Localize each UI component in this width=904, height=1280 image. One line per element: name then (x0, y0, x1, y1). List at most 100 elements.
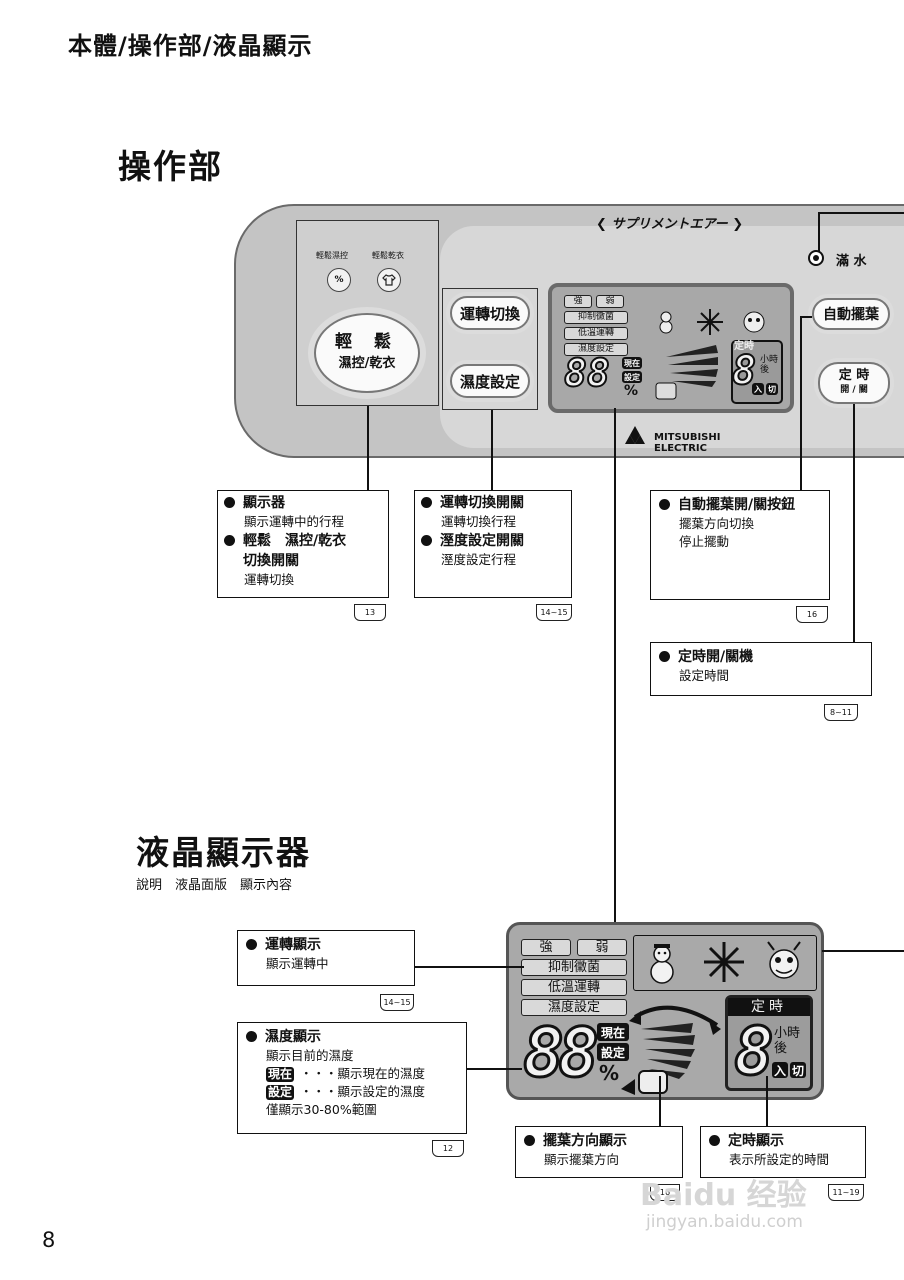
callout-timer-title: 定時開/關機 (659, 647, 863, 667)
callout-louver-display-title-text: 擺葉方向顯示 (543, 1133, 627, 1149)
connector-line (853, 404, 855, 642)
callout-timer-title-text: 定時開/關機 (678, 649, 754, 665)
lcd-after-label: 後 (774, 1041, 788, 1056)
lcd-weak-label: 弱 (577, 939, 627, 956)
callout-display-title2: 輕鬆 濕控/乾衣 (224, 531, 382, 551)
lcd-timer-unit: 小時後 (774, 1026, 800, 1056)
lcd-humset-label: 濕度設定 (521, 999, 627, 1016)
full-water-indicator-icon (808, 250, 824, 266)
dry-mode-label: 輕鬆乾衣 (372, 251, 404, 260)
humidity-set-button[interactable]: 濕度設定 (450, 364, 530, 398)
small-humset-label: 濕度設定 (564, 343, 628, 356)
humidity-mode-label: 輕鬆濕控 (316, 251, 348, 260)
bullet-icon (224, 497, 235, 508)
easy-button-line1: 輕 鬆 (335, 332, 399, 352)
small-lcd-labels: 強 弱 抑制黴菌 低溫運轉 濕度設定 (564, 295, 628, 356)
connector-line (491, 410, 493, 490)
small-lowtemp-label: 低溫運轉 (564, 327, 628, 340)
connector-line (766, 1076, 768, 1126)
callout-timer-desc: 設定時間 (679, 668, 730, 683)
small-off-tag: 切 (766, 383, 778, 395)
connector-line (414, 966, 524, 968)
callout-run-display-title: 運轉顯示 (246, 935, 406, 955)
bullet-icon (659, 651, 670, 662)
connector-line (614, 408, 616, 922)
small-louver-fan-icon (666, 345, 718, 387)
callout-timer-display-title: 定時顯示 (709, 1131, 857, 1151)
callout-auto-louver: 自動擺葉開/關按鈕 擺葉方向切換 停止擺動 (650, 490, 830, 600)
callout-run-title1-text: 運轉切換開關 (440, 495, 524, 511)
callout-run-desc1: 運轉切換行程 (441, 514, 517, 529)
callout-louver-display-desc: 顯示擺葉方向 (544, 1152, 620, 1167)
small-on-tag: 入 (752, 383, 764, 395)
louver-direction-icon (621, 1005, 721, 1095)
run-switch-button[interactable]: 運轉切換 (450, 296, 530, 330)
callout-humidity-set-row: 設定 ・・・顯示設定的濕度 (246, 1083, 458, 1101)
mold-germ-icon (767, 941, 801, 979)
maker-name: MITSUBISHI ELECTRIC (654, 432, 721, 454)
lcd-antibac-label: 抑制黴菌 (521, 959, 627, 976)
callout-run-title2: 溼度設定開關 (421, 531, 565, 551)
callout-display-title2b: 切換開關 (243, 553, 299, 569)
connector-line (466, 1068, 522, 1070)
brand-wing-left-icon: ❮ (596, 217, 607, 232)
small-after-label: 後 (760, 365, 770, 375)
humidity-percent-glyph: % (334, 275, 344, 285)
small-lcd-display: 強 弱 抑制黴菌 低溫運轉 濕度設定 88 現在 設定 % 定時 8 小時後 入… (548, 283, 794, 413)
page-ref-book-icon: 14~15 (380, 994, 414, 1011)
callout-display-desc1: 顯示運轉中的行程 (244, 514, 345, 529)
snowflake-icon (704, 942, 744, 982)
connector-line (800, 316, 812, 318)
bullet-icon (524, 1135, 535, 1146)
small-timer-unit: 小時後 (760, 355, 778, 375)
lcd-percent-sign: % (599, 1061, 620, 1085)
callout-display-title2a-text: 輕鬆 濕控/乾衣 (243, 533, 347, 549)
callout-timer-display-desc: 表示所設定的時間 (729, 1152, 830, 1167)
bullet-icon (421, 497, 432, 508)
callout-louver-title-text: 自動擺葉開/關按鈕 (678, 497, 796, 513)
callout-humidity-range: 僅顯示30-80%範圍 (266, 1102, 377, 1117)
bullet-icon (224, 535, 235, 546)
callout-timer-display: 定時顯示 表示所設定的時間 (700, 1126, 866, 1178)
page-ref-book-icon: 11~19 (828, 1184, 864, 1201)
bullet-icon (421, 535, 432, 546)
connector-line (659, 1076, 661, 1126)
callout-humidity-display: 濕度顯示 顯示目前的濕度 現在 ・・・顯示現在的濕度 設定 ・・・顯示設定的濕度… (237, 1022, 467, 1134)
page-ref-book-icon: 12 (432, 1140, 464, 1157)
small-hours-label: 小時 (760, 355, 779, 365)
small-now-tag: 現在 (622, 357, 642, 369)
humidity-now-desc: ・・・顯示現在的濕度 (300, 1066, 426, 1081)
callout-display-desc2: 運轉切換 (244, 572, 295, 587)
bullet-icon (246, 939, 257, 950)
brand-logo-text: ❮ サプリメントエアー ❯ (596, 213, 743, 232)
lcd-hours-label: 小時 (774, 1026, 801, 1041)
small-set-tag: 設定 (622, 371, 642, 383)
humidity-set-tag: 設定 (266, 1084, 294, 1100)
section-title-lcd: 液晶顯示器 (136, 833, 311, 872)
connector-line (818, 212, 820, 252)
lcd-panel-large: 強 弱 抑制黴菌 低溫運轉 濕度設定 88 現在 設定 % 定時 8 小時後 入… (506, 922, 824, 1100)
timer-button[interactable]: 定 時 開 / 關 (818, 362, 890, 404)
callout-run-desc2: 溼度設定行程 (441, 552, 517, 567)
callout-louver-desc1: 擺葉方向切換 (679, 516, 755, 531)
small-weak-label: 弱 (596, 295, 624, 308)
callout-louver-desc2: 停止擺動 (679, 534, 730, 549)
timer-button-line1: 定 時 (838, 368, 870, 383)
lcd-now-tag: 現在 (597, 1023, 629, 1041)
easy-humidity-dry-button[interactable]: 輕 鬆 濕控/乾衣 (314, 313, 420, 393)
page-ref-book-icon: 8~11 (824, 704, 858, 721)
lcd-timer-digit: 8 (733, 1013, 776, 1090)
small-lcd-graphics (655, 309, 783, 404)
connector-line (822, 950, 904, 952)
small-timer-title: 定時 (734, 341, 754, 352)
baidu-watermark-url: jingyan.baidu.com (646, 1212, 803, 1232)
connector-line (367, 406, 369, 490)
lcd-off-tag: 切 (790, 1062, 806, 1078)
callout-display-title1-text: 顯示器 (243, 495, 285, 511)
small-snowman-icon (659, 311, 673, 334)
connector-line (800, 316, 802, 490)
lcd-lowtemp-label: 低溫運轉 (521, 979, 627, 996)
brand-wing-right-icon: ❯ (732, 217, 744, 232)
callout-run-display-title-text: 運轉顯示 (265, 937, 321, 953)
auto-louver-button[interactable]: 自動擺葉 (812, 298, 890, 330)
